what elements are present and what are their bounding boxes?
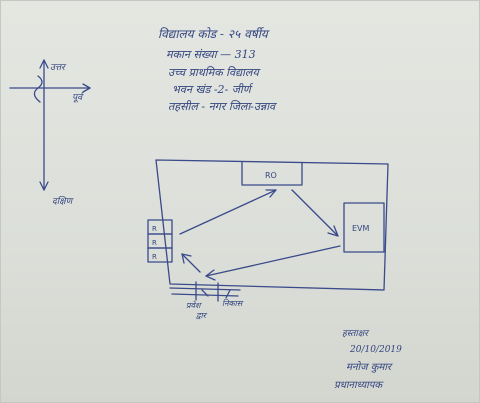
north-arrow-icon (39, 59, 49, 69)
signature-line-1: हस्ताक्षर (342, 329, 370, 339)
flow-arrowhead-3-icon (205, 269, 216, 281)
header-line-1: विद्यालय कोड - २५ वर्षीय (158, 27, 270, 41)
entry-left-label: प्रवेश (186, 300, 202, 310)
compass-north-label: उत्तर (50, 63, 67, 73)
entry-bottom-label: द्वार (196, 311, 208, 320)
header-line-3: उच्च प्राथमिक विद्यालय (168, 66, 261, 79)
compass-east-label: पूर्व (72, 91, 85, 103)
gate-posts (195, 281, 219, 302)
flow-arrowhead-1-icon (265, 189, 277, 198)
compass-rose (9, 59, 91, 191)
flow-arrow-exit (181, 253, 201, 273)
top-room-label: RO (265, 171, 277, 180)
left-room-label-3: R (152, 253, 157, 261)
top-room-box (241, 161, 303, 186)
building-outline (155, 159, 389, 291)
left-room-label-1: R (152, 225, 157, 233)
right-room-box (343, 202, 385, 253)
right-room-label: EVM (352, 224, 370, 233)
flow-arrow-evm-to-exit (205, 245, 341, 277)
gate-marks (201, 289, 231, 299)
header-line-5: तहसील - नगर जिला-उन्नाव (168, 100, 277, 113)
compass-south-label: दक्षिण (52, 195, 75, 207)
east-arrow-icon (82, 83, 91, 93)
compass-scribble (33, 75, 43, 103)
entry-right-label: निकास (222, 298, 244, 308)
header-line-4: भवन खंड -2- जीर्ण (172, 83, 254, 96)
signature-line-4: प्रधानाध्यापक (334, 380, 384, 391)
left-room-label-2: R (152, 239, 157, 247)
flow-arrow-entry-to-ro (179, 189, 277, 235)
left-rooms-stack (147, 219, 173, 263)
flow-arrowhead-2-icon (327, 225, 339, 237)
signature-line-2: 20/10/2019 (349, 345, 402, 355)
signature-line-3: मनोज कुमार (346, 361, 393, 373)
south-arrow-icon (39, 181, 49, 191)
flow-arrowhead-4-icon (181, 253, 192, 264)
left-room-3 (147, 247, 173, 263)
flow-arrow-ro-to-evm (291, 189, 339, 237)
header-line-2: मकान संख्या — 313 (166, 48, 256, 61)
entrance-gate (169, 281, 241, 302)
